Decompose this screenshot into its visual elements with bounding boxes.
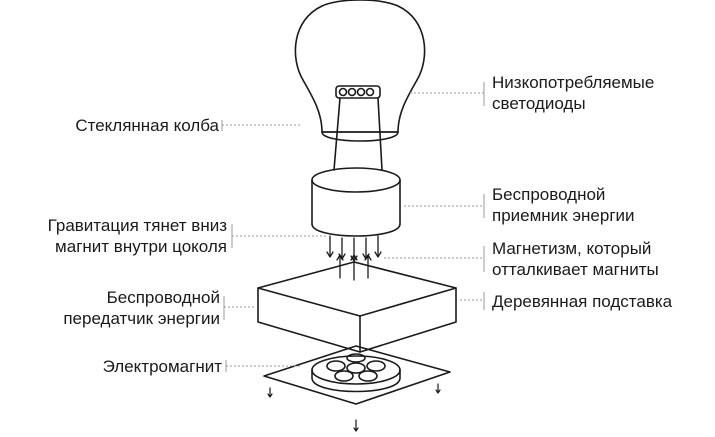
label-leds: Низкопотребляемые светодиоды	[492, 73, 655, 113]
label-electromagnet: Электромагнит	[102, 357, 222, 376]
label-magnetism: Магнетизм, который отталкивает магниты	[492, 239, 659, 279]
electromagnet	[263, 345, 451, 405]
magnetic-field-arrows	[326, 235, 382, 281]
led-filament	[333, 85, 383, 171]
label-wood-base: Деревянная подставка	[492, 292, 673, 311]
label-receiver: Беспроводной приемник энергии	[492, 185, 635, 225]
label-glass-bulb: Стеклянная колба	[75, 116, 219, 135]
wooden-base	[257, 261, 457, 353]
glass-bulb	[294, 0, 426, 133]
corner-arrows	[267, 383, 441, 432]
leader-lines	[221, 82, 485, 372]
label-transmitter: Беспроводной передатчик энергии	[63, 288, 220, 328]
label-gravity: Гравитация тянет вниз магнит внутри цоко…	[47, 216, 227, 256]
bulb-rim	[321, 131, 399, 142]
wireless-receiver	[311, 167, 401, 237]
